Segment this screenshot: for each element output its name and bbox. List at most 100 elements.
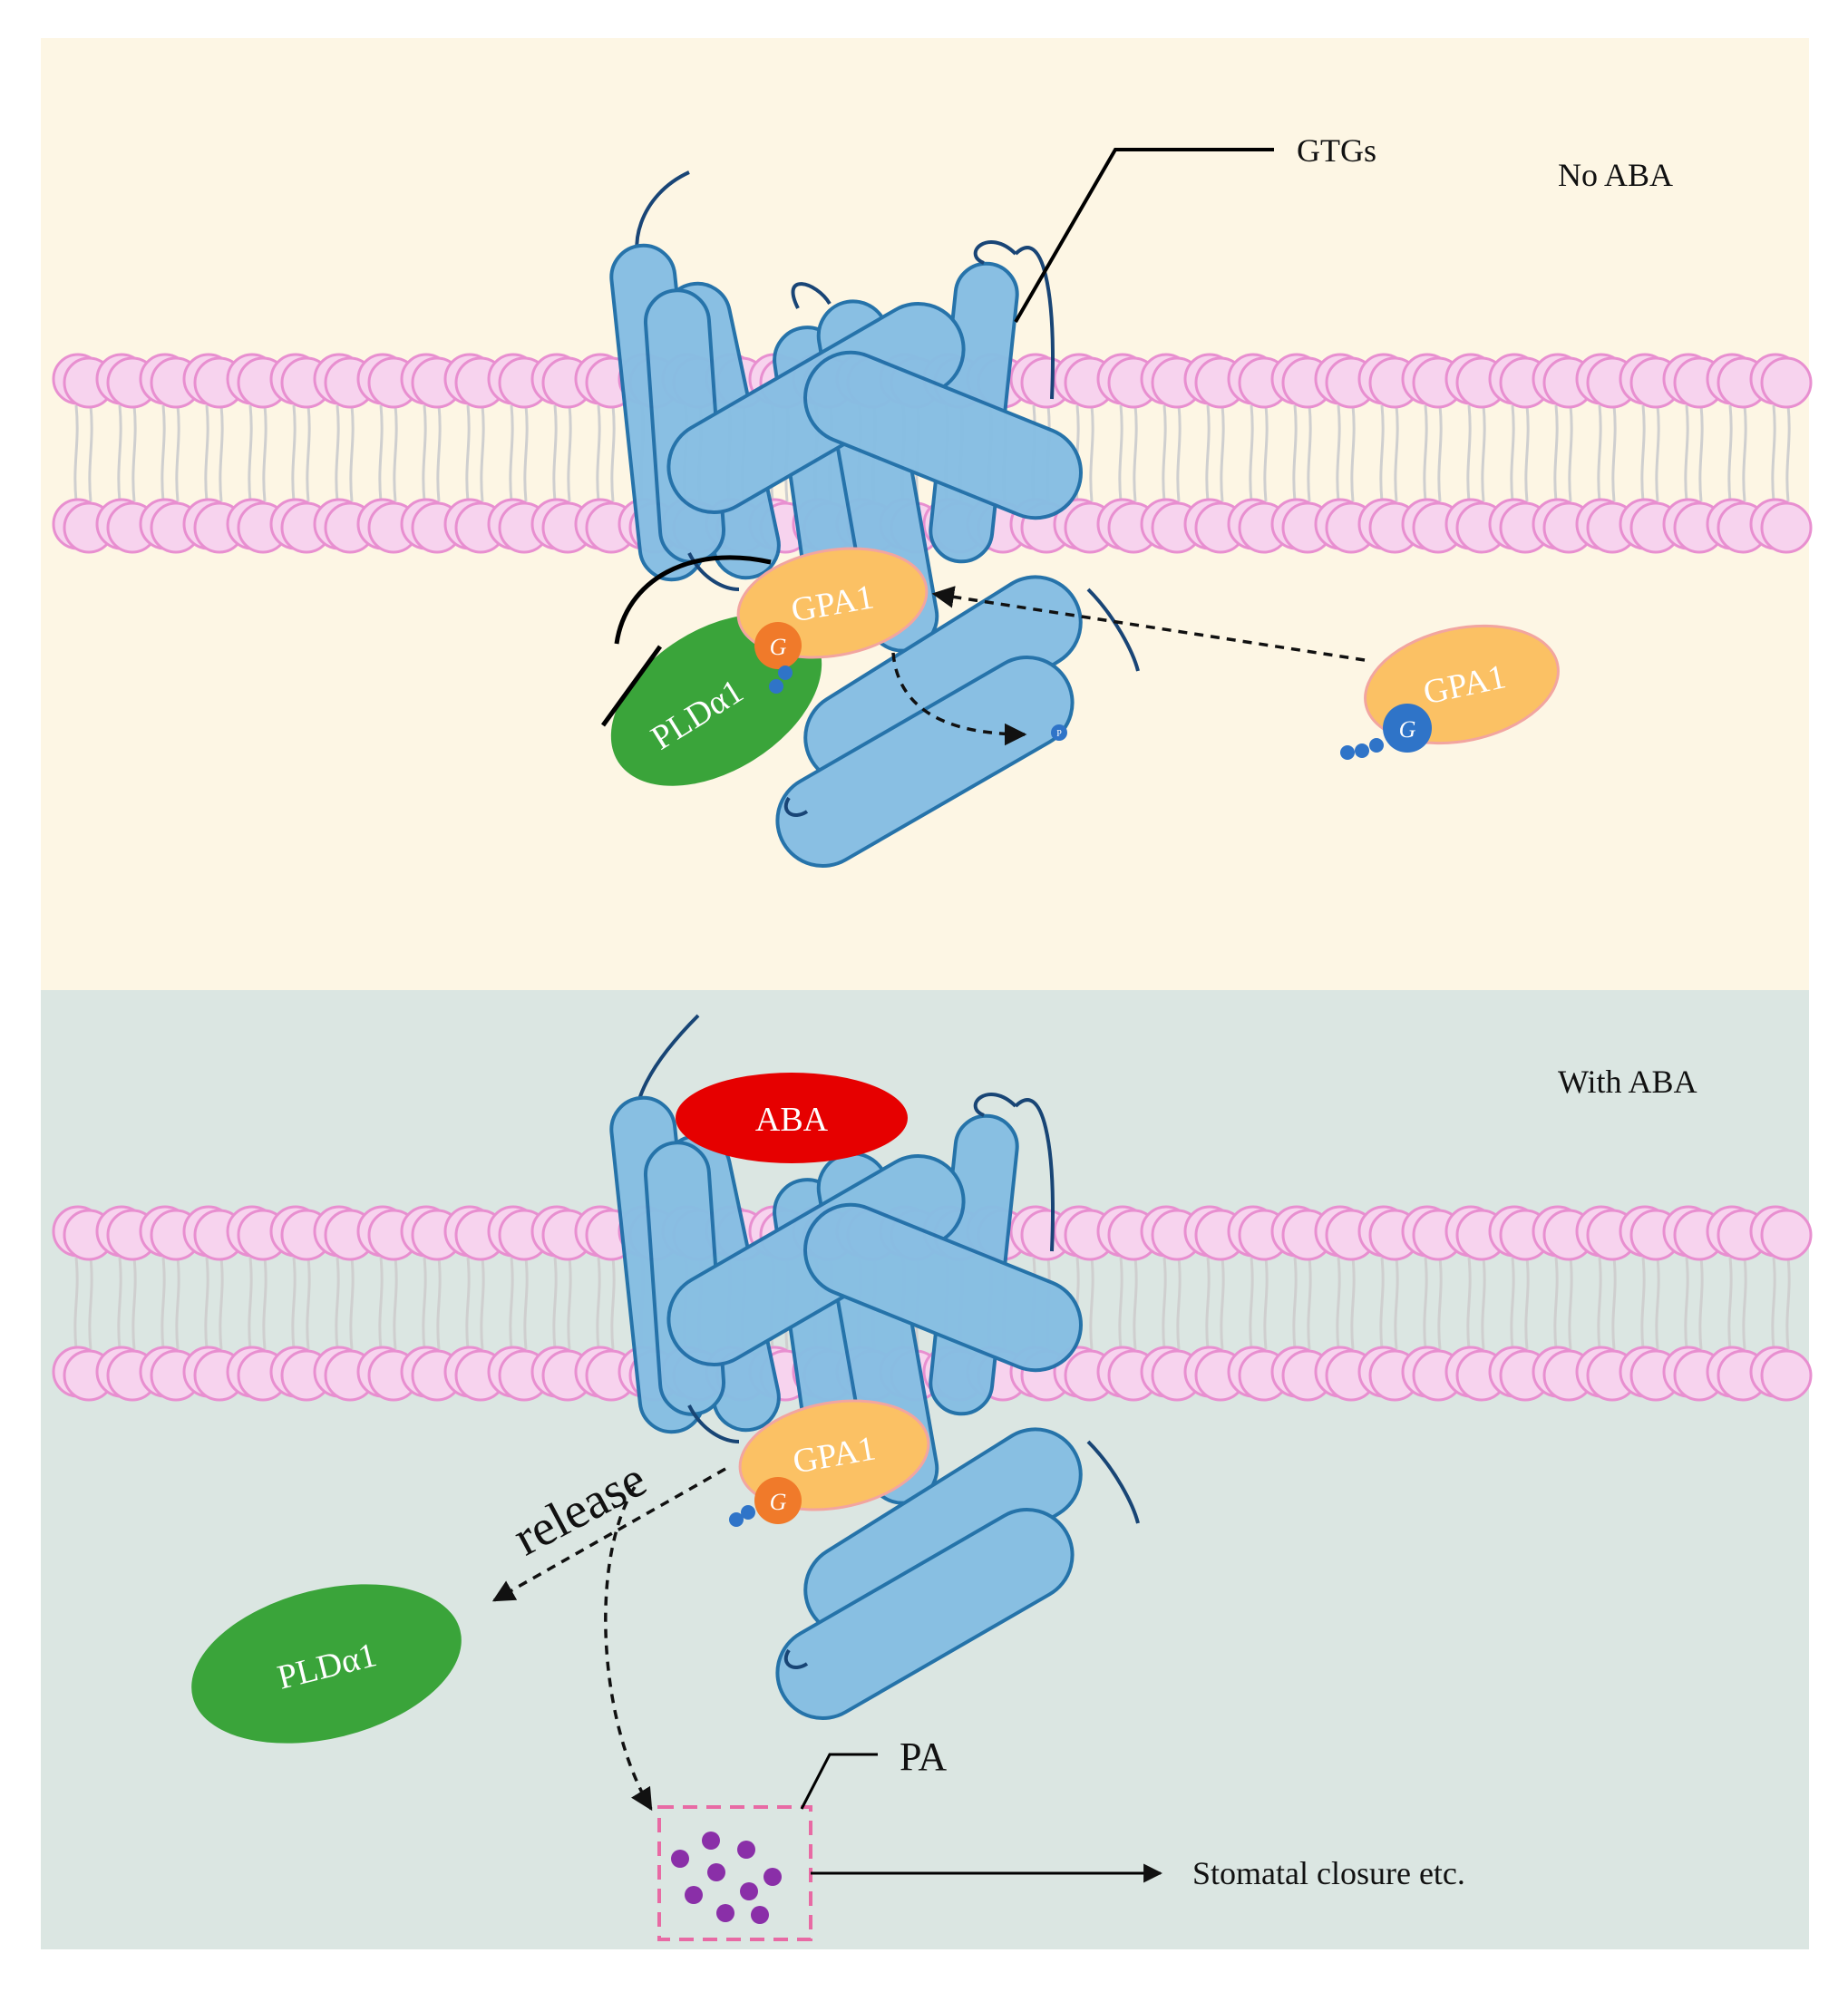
lipid-tail [306, 404, 311, 502]
lipid-tail [73, 1257, 79, 1350]
lipid-tail [567, 404, 572, 502]
outcome-label: Stomatal closure etc. [1192, 1855, 1465, 1891]
release-arrow [491, 1467, 726, 1602]
lipid-tail [1220, 404, 1225, 502]
lipid-tail [1423, 1257, 1428, 1350]
lipid-tail [306, 1257, 311, 1350]
bottom-panel: ABA With ABA GPA1 G release PLDα1 [191, 1014, 1697, 1941]
lipid-tail [465, 1257, 471, 1350]
lipid-tail [1481, 1257, 1486, 1350]
pld-alpha1-released [191, 1584, 462, 1744]
lipid-tail [1162, 404, 1167, 502]
phosphate-icon [1340, 745, 1355, 760]
lipid-tail [1655, 1257, 1660, 1350]
lipid-head [1760, 1349, 1813, 1402]
lipid-tail [1553, 1257, 1559, 1350]
pa-molecule [764, 1868, 782, 1886]
lipid-tail [88, 1257, 93, 1350]
lipid-tail [160, 1257, 166, 1350]
lipid-tail [1727, 1257, 1733, 1350]
pa-molecule [716, 1904, 734, 1922]
lipid-tail [204, 1257, 209, 1350]
lipid-tail [1205, 1257, 1211, 1350]
gtgs-leader-line [1014, 148, 1274, 324]
lipid-tail [1220, 1257, 1225, 1350]
receptor-gtg-top [609, 170, 1140, 868]
lipid-tail [1771, 1257, 1776, 1350]
lipid-tail [175, 1257, 180, 1350]
pa-molecule [685, 1886, 703, 1904]
lipid-tail [335, 1257, 340, 1350]
lipid-tail [422, 404, 427, 502]
interaction-curved-arrow [614, 555, 772, 645]
aba-ligand [676, 1073, 908, 1163]
pa-label: PA [900, 1734, 947, 1779]
lipid-tail [1350, 1257, 1356, 1350]
g-protein-gdp-bottom [754, 1477, 802, 1524]
lipid-tail [436, 1257, 442, 1350]
lipid-head [1760, 356, 1813, 409]
lipid-tail [204, 404, 209, 502]
lipid-head [1760, 1209, 1813, 1261]
lipid-tail [1684, 404, 1689, 502]
lipid-tail [248, 404, 253, 502]
lipid-tail [1524, 404, 1530, 502]
lipid-tail [1394, 404, 1399, 502]
pa-molecules [671, 1832, 782, 1924]
lipid-tail [1249, 1257, 1254, 1350]
lipid-tail [393, 404, 398, 502]
lipid-tail [509, 1257, 514, 1350]
lipid-tail [1466, 1257, 1472, 1350]
lipid-tail [596, 1257, 601, 1350]
lipid-tail [1597, 1257, 1602, 1350]
g-label-free: G [1399, 716, 1416, 743]
lipid-tail [248, 1257, 253, 1350]
lipid-tail [1263, 1257, 1269, 1350]
lipid-tail [1118, 1257, 1123, 1350]
lipid-tail [1727, 404, 1733, 502]
lipid-tail [1423, 404, 1428, 502]
lipid-tail [1510, 404, 1515, 502]
lipid-tail [1785, 1257, 1791, 1350]
lipid-tail [1263, 404, 1269, 502]
g-label-bottom: G [770, 1489, 787, 1515]
lipid-tail [1466, 404, 1472, 502]
lipid-head [1760, 501, 1813, 554]
lipid-tail [175, 404, 180, 502]
pa-molecule [707, 1863, 725, 1881]
lipid-tail [552, 404, 558, 502]
lipid-tail [1292, 404, 1298, 502]
lipid-tail [1089, 404, 1094, 502]
lipid-tail [1379, 404, 1385, 502]
lipid-tail [567, 1257, 572, 1350]
interaction-arrow-bar [600, 645, 663, 727]
lipid-tail [1336, 1257, 1341, 1350]
lipid-tail [552, 1257, 558, 1350]
top-panel: GTGs No ABA PLDα1 GPA1 G P GPA1 G [600, 132, 1673, 868]
g-protein-gtp [1383, 704, 1432, 753]
lipid-tail [117, 404, 122, 502]
lipid-tail [1568, 404, 1573, 502]
pa-leader-line [800, 1753, 878, 1810]
lipid-tail [1698, 1257, 1704, 1350]
lipid-tail [335, 404, 340, 502]
lipid-tail [88, 404, 93, 502]
lipid-tail [262, 404, 267, 502]
lipid-tail [131, 404, 137, 502]
lipid-tail [1249, 404, 1254, 502]
lipid-tail [1510, 1257, 1515, 1350]
lipid-tail [378, 1257, 384, 1350]
phosphate-icon [769, 679, 783, 694]
pa-molecule [671, 1850, 689, 1868]
phosphate-icon [1369, 738, 1384, 753]
lipid-tail [378, 404, 384, 502]
lipid-tail [610, 1257, 616, 1350]
lipid-tail [610, 404, 616, 502]
phosphate-icon [778, 666, 793, 680]
with-aba-label: With ABA [1558, 1064, 1697, 1100]
phosphate-icon [741, 1505, 755, 1520]
lipid-tail [262, 1257, 267, 1350]
lipid-tail [1292, 1257, 1298, 1350]
